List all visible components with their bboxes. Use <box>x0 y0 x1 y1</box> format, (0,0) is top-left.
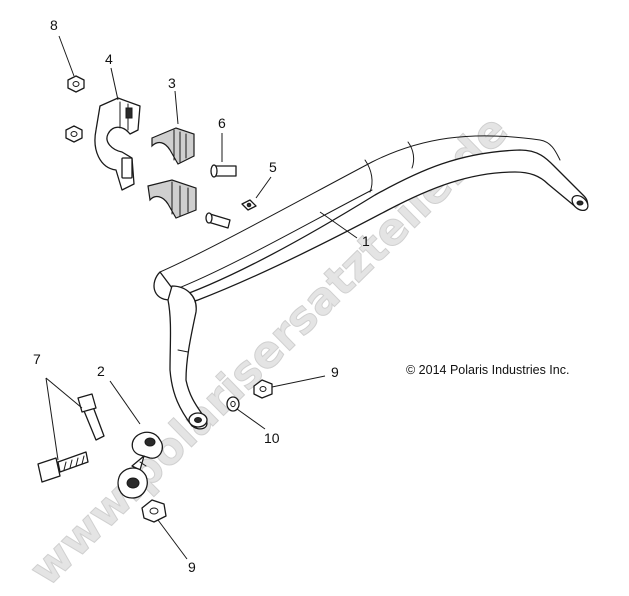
bushing <box>147 127 197 219</box>
bolt <box>205 164 237 229</box>
callout-9-upper: 9 <box>331 364 339 380</box>
callout-7: 7 <box>33 351 41 367</box>
callout-10: 10 <box>264 430 280 446</box>
leader-lines <box>45 35 358 560</box>
callout-8: 8 <box>50 17 58 33</box>
callout-9-lower: 9 <box>188 559 196 575</box>
screw <box>241 199 257 211</box>
callout-1: 1 <box>362 233 370 249</box>
link-rod <box>117 431 164 499</box>
bracket <box>94 97 141 191</box>
callout-2: 2 <box>97 363 105 379</box>
flange-nut <box>141 379 273 523</box>
callout-4: 4 <box>105 51 113 67</box>
nut <box>65 75 85 143</box>
stabilizer-bar <box>153 135 589 430</box>
callout-6: 6 <box>218 115 226 131</box>
bolt-pair <box>37 393 105 483</box>
washer <box>226 396 240 412</box>
callout-3: 3 <box>168 75 176 91</box>
copyright-text: © 2014 Polaris Industries Inc. <box>406 363 569 377</box>
callout-5: 5 <box>269 159 277 175</box>
callouts: 1 2 3 4 5 6 7 8 9 9 10 <box>33 17 370 575</box>
